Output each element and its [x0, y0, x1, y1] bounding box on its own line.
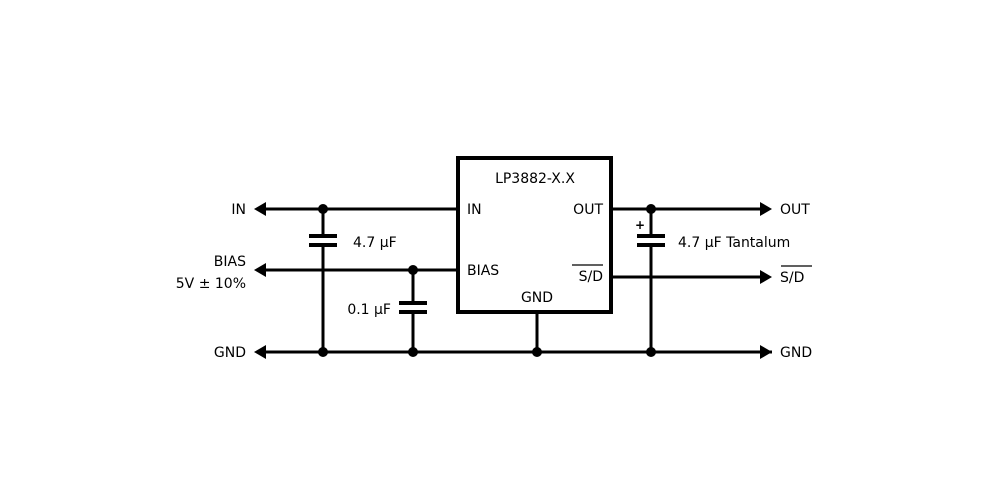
junction: [646, 204, 656, 214]
cap-out-label: 4.7 µF Tantalum: [678, 235, 790, 251]
label-gnd-right: GND: [780, 345, 812, 361]
chip-body: [456, 156, 613, 314]
junction: [408, 347, 418, 357]
cap-bias-label: 0.1 µF: [347, 302, 391, 318]
label-bias: BIAS: [214, 254, 246, 270]
label-sd: S/D: [780, 270, 804, 286]
arrow-out: [760, 202, 772, 216]
pin-in-label: IN: [467, 202, 482, 218]
pin-out-label: OUT: [573, 202, 603, 218]
arrow-bias: [254, 263, 266, 277]
arrow-gnd-right: [760, 345, 772, 359]
label-in: IN: [231, 202, 246, 218]
arrow-gnd-left: [254, 345, 266, 359]
junction: [408, 265, 418, 275]
junction: [646, 347, 656, 357]
label-gnd-left: GND: [214, 345, 246, 361]
arrow-sd: [760, 270, 772, 284]
pin-bias-label: BIAS: [467, 263, 499, 279]
junction: [532, 347, 542, 357]
label-bias-spec: 5V ± 10%: [176, 276, 246, 292]
arrow-in: [254, 202, 266, 216]
pin-gnd-label: GND: [521, 290, 553, 306]
polarity-plus: +: [635, 218, 645, 232]
cap-in-label: 4.7 µF: [353, 235, 397, 251]
junction: [318, 347, 328, 357]
junction: [318, 204, 328, 214]
label-out: OUT: [780, 202, 810, 218]
pin-sd-label: S/D: [579, 269, 603, 285]
chip-name: LP3882-X.X: [495, 171, 575, 187]
